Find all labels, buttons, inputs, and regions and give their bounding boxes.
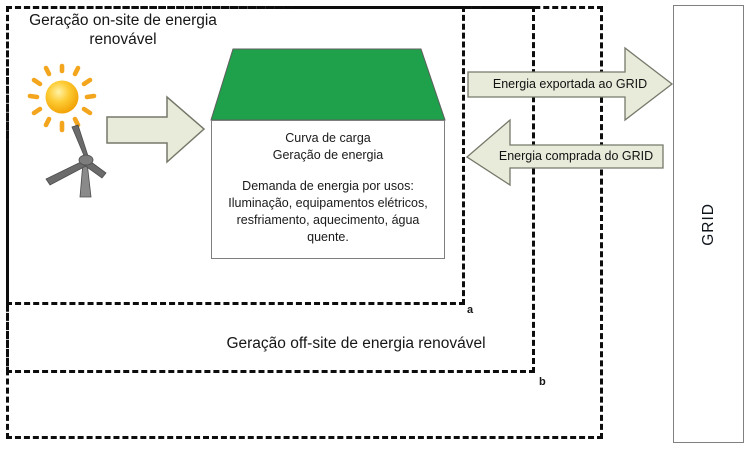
boundary-marker-a: a	[467, 304, 474, 316]
boundary-marker-b: b	[539, 376, 546, 388]
generation-arrow-icon	[106, 95, 206, 164]
energy-import-arrow-icon	[465, 118, 664, 187]
onsite-title: Geração on-site de energia renovável	[29, 12, 217, 48]
house-demand-text: Demanda de energia por usos: Iluminação,…	[228, 179, 428, 244]
energy-import-arrow-label: Energia comprada do GRID	[498, 149, 654, 163]
grid-label: GRID	[699, 202, 717, 246]
house-roof	[210, 48, 446, 121]
house-body: Curva de carga Geração de energia Demand…	[211, 120, 445, 259]
grid-box: GRID	[673, 5, 744, 443]
onsite-boundary-a	[6, 6, 465, 305]
sun-icon	[27, 63, 97, 133]
house-load-text: Curva de carga Geração de energia	[212, 130, 444, 164]
energy-export-arrow-label: Energia exportada ao GRID	[492, 77, 648, 91]
energy-export-arrow-icon	[467, 46, 674, 122]
offsite-title: Geração off-site de energia renovável	[226, 335, 486, 352]
wind-turbine-icon	[45, 124, 107, 198]
house-load-line2: Geração de energia	[272, 148, 384, 162]
house-load-line1: Curva de carga	[285, 131, 371, 145]
